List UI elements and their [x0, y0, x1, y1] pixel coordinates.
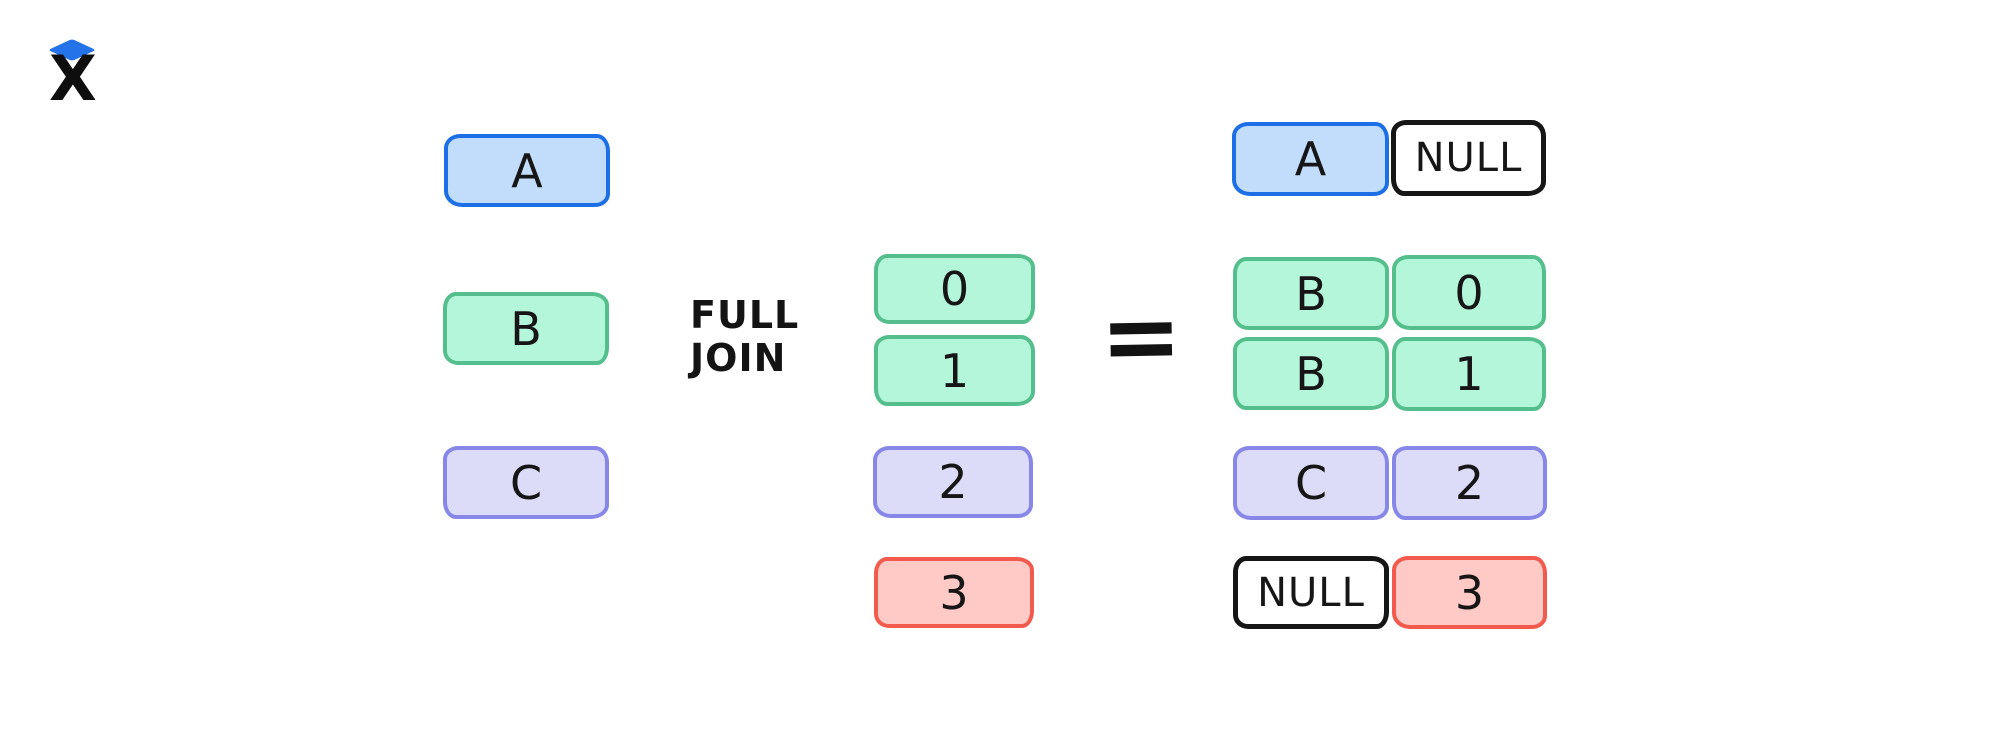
right-table-cell-3: 3	[874, 557, 1034, 628]
x-logo: X	[44, 30, 114, 120]
result-row-2-left: B	[1233, 337, 1389, 410]
join-label-line1: FULL	[690, 293, 800, 337]
result-row-2-right: 1	[1392, 337, 1546, 411]
x-logo-letter: X	[49, 42, 97, 115]
result-row-1-left: B	[1233, 257, 1389, 330]
left-table-cell-a: A	[444, 134, 610, 207]
left-table-cell-c: C	[443, 446, 609, 519]
equals-sign: =	[1099, 279, 1184, 395]
right-table-cell-1: 1	[874, 335, 1035, 406]
result-row-4-left: NULL	[1233, 556, 1389, 629]
result-row-0-left: A	[1232, 122, 1389, 196]
result-row-1-right: 0	[1392, 255, 1546, 330]
right-table-cell-2: 2	[873, 446, 1033, 518]
left-table-cell-b: B	[443, 292, 609, 365]
result-row-3-left: C	[1233, 446, 1389, 520]
result-row-4-right: 3	[1392, 556, 1547, 629]
right-table-cell-0: 0	[874, 254, 1035, 324]
join-label-line2: JOIN	[690, 336, 787, 380]
result-row-0-right: NULL	[1391, 120, 1546, 196]
result-row-3-right: 2	[1392, 446, 1547, 520]
join-operator-label: FULL JOIN	[690, 294, 799, 380]
